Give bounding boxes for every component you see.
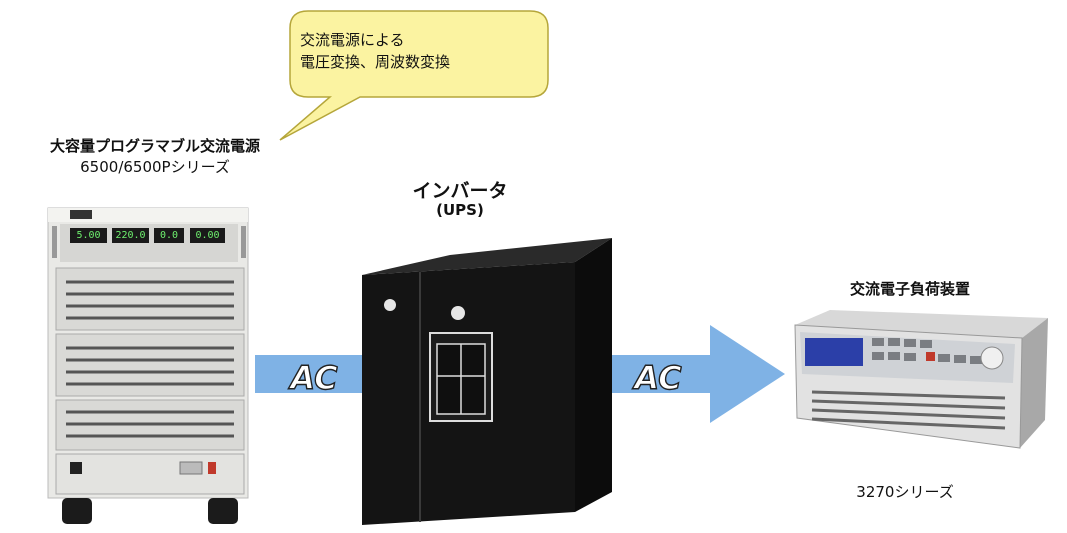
- source-device-caption: 大容量プログラマブル交流電源 6500/6500Pシリーズ: [0, 136, 310, 178]
- source-display-row: [70, 228, 225, 243]
- load-device-series: 3270シリーズ: [856, 483, 954, 501]
- callout-text: 交流電源による 電圧変換、周波数変換: [300, 29, 540, 73]
- vent-slats: [66, 280, 234, 438]
- source-display-1: 5.00: [70, 228, 107, 243]
- inverter-sub: (UPS): [436, 201, 484, 219]
- display-value: 5.00: [76, 230, 101, 241]
- ac-label-left: AC: [287, 359, 338, 397]
- load-keypad: [872, 338, 982, 364]
- source-device-name: 大容量プログラマブル交流電源: [49, 137, 260, 155]
- callout-line-1: 交流電源による: [300, 31, 405, 49]
- display-value: 220.0: [115, 230, 146, 241]
- source-display-2: 220.0: [112, 228, 149, 243]
- inverter-name: インバータ: [412, 180, 508, 202]
- speech-bubble: [279, 10, 549, 141]
- ac-band-left: [255, 355, 370, 393]
- load-device-name: 交流電子負荷装置: [849, 280, 970, 298]
- source-display-4: 0.00: [190, 228, 225, 243]
- source-device-series: 6500/6500Pシリーズ: [80, 158, 230, 176]
- ac-label-right: AC: [631, 359, 682, 397]
- ac-power-source-image: [47, 207, 249, 524]
- ac-electronic-load-image: [794, 310, 1048, 449]
- source-display-3: 0.0: [154, 228, 184, 243]
- load-vent-slats: [811, 390, 1006, 430]
- callout-line-2: 電圧変換、周波数変換: [300, 53, 451, 71]
- display-value: 0.00: [195, 230, 220, 241]
- inverter-ups-image: [362, 238, 612, 525]
- display-value: 0.0: [159, 230, 179, 241]
